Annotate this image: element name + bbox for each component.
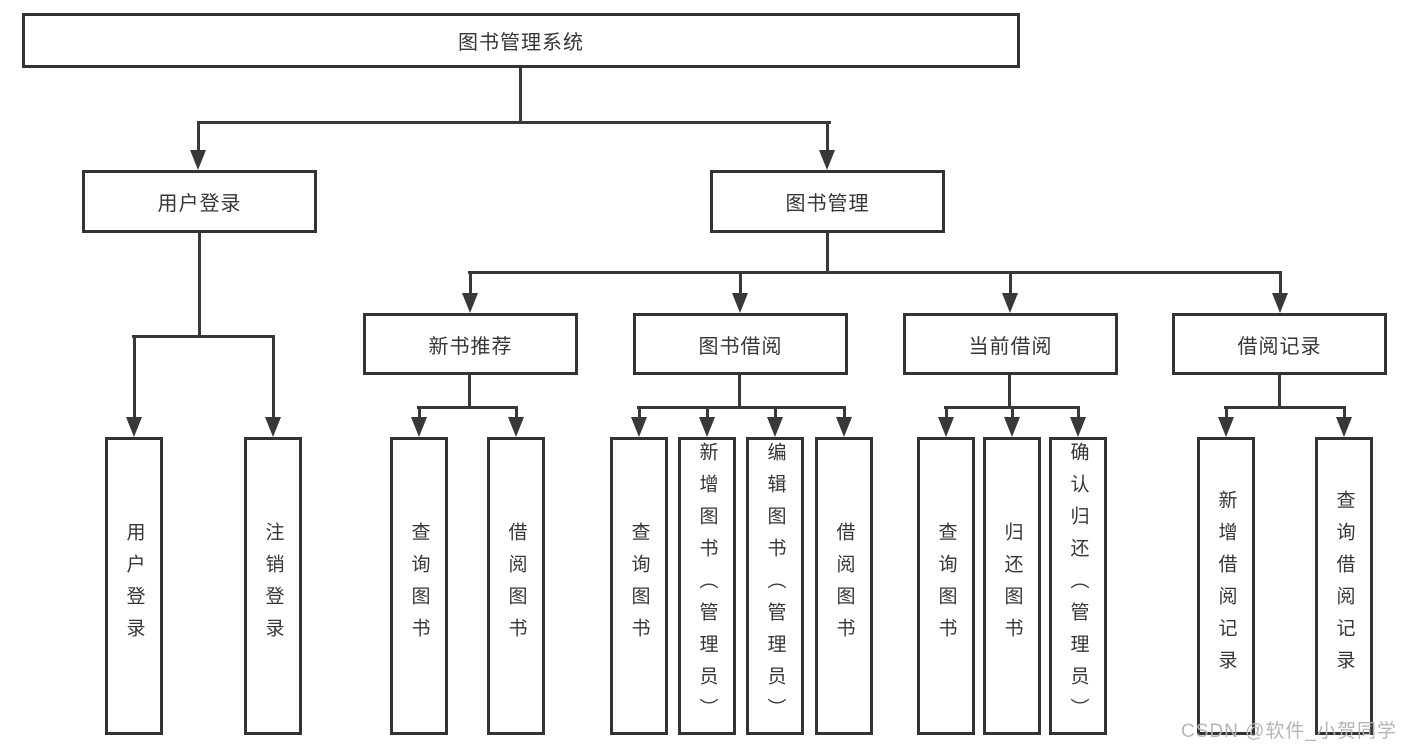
leaf-add-books-admin-label: 新增图书（管理员） bbox=[696, 442, 718, 730]
node-borrowing-records-label: 借阅记录 bbox=[1237, 335, 1322, 358]
node-current-borrowing-label: 当前借阅 bbox=[968, 335, 1053, 358]
leaf-edit-books-admin: 编辑图书（管理员） bbox=[746, 437, 804, 735]
arrow-to-leaf-confirm-return bbox=[1070, 406, 1086, 437]
leaf-add-books-admin: 新增图书（管理员） bbox=[678, 437, 736, 735]
leaf-query-books-current: 查询图书 bbox=[917, 437, 975, 735]
arrow-to-leaf-borrow-books-a bbox=[508, 406, 524, 437]
connector-book-management-stem bbox=[826, 233, 829, 273]
arrow-to-current-borrowing bbox=[1002, 271, 1018, 313]
leaf-user-login: 用户登录 bbox=[105, 437, 163, 735]
connector-root-stem bbox=[519, 68, 522, 121]
leaf-query-books-borrowing-label: 查询图书 bbox=[628, 522, 650, 650]
leaf-add-borrow-record-label: 新增借阅记录 bbox=[1215, 490, 1237, 682]
leaf-logout: 注销登录 bbox=[244, 437, 302, 735]
connector-root-bar bbox=[197, 121, 831, 124]
leaf-query-books-recommend: 查询图书 bbox=[390, 437, 448, 735]
leaf-return-books-label: 归还图书 bbox=[1001, 522, 1023, 650]
arrow-to-book-borrowing bbox=[732, 271, 748, 313]
arrow-to-leaf-edit-books bbox=[767, 406, 783, 437]
connector-book-borrowing-stem bbox=[738, 375, 741, 408]
leaf-return-books: 归还图书 bbox=[983, 437, 1041, 735]
arrow-to-leaf-query-record bbox=[1336, 406, 1352, 437]
node-book-borrowing: 图书借阅 bbox=[633, 313, 848, 375]
connector-new-book-stem bbox=[468, 375, 471, 408]
leaf-borrow-books-recommend-label: 借阅图书 bbox=[505, 522, 527, 650]
arrow-to-leaf-borrow-books-b bbox=[836, 406, 852, 437]
leaf-query-books-borrowing: 查询图书 bbox=[610, 437, 668, 735]
leaf-query-books-current-label: 查询图书 bbox=[935, 522, 957, 650]
leaf-query-borrow-record-label: 查询借阅记录 bbox=[1333, 490, 1355, 682]
leaf-query-books-recommend-label: 查询图书 bbox=[408, 522, 430, 650]
connector-book-borrowing-bar bbox=[637, 406, 846, 409]
connector-user-login-stem bbox=[198, 233, 201, 335]
arrow-to-book-management bbox=[819, 121, 835, 170]
leaf-borrow-books-recommend: 借阅图书 bbox=[487, 437, 545, 735]
connector-new-book-bar bbox=[417, 406, 518, 409]
node-book-management: 图书管理 bbox=[710, 170, 945, 233]
node-current-borrowing: 当前借阅 bbox=[903, 313, 1118, 375]
arrow-to-new-book-recommend bbox=[462, 271, 478, 313]
arrow-to-leaf-add-books bbox=[699, 406, 715, 437]
connector-borrowing-records-stem bbox=[1278, 375, 1281, 408]
connector-book-management-bar bbox=[468, 271, 1282, 274]
node-user-login: 用户登录 bbox=[82, 170, 317, 233]
node-book-management-label: 图书管理 bbox=[785, 193, 870, 215]
leaf-borrow-books-borrowing-label: 借阅图书 bbox=[833, 522, 855, 650]
leaf-confirm-return-admin: 确认归还（管理员） bbox=[1049, 437, 1107, 735]
arrow-to-leaf-logout bbox=[265, 335, 281, 437]
arrow-to-leaf-add-record bbox=[1218, 406, 1234, 437]
leaf-confirm-return-admin-label: 确认归还（管理员） bbox=[1067, 442, 1089, 730]
arrow-to-borrowing-records bbox=[1272, 271, 1288, 313]
leaf-query-borrow-record: 查询借阅记录 bbox=[1315, 437, 1373, 735]
node-user-login-label: 用户登录 bbox=[157, 193, 242, 215]
arrow-to-leaf-query-books-a bbox=[411, 406, 427, 437]
leaf-edit-books-admin-label: 编辑图书（管理员） bbox=[764, 442, 786, 730]
connector-borrowing-records-bar bbox=[1224, 406, 1346, 409]
arrow-to-user-login bbox=[190, 121, 206, 170]
arrow-to-leaf-query-books-c bbox=[938, 406, 954, 437]
node-borrowing-records: 借阅记录 bbox=[1172, 313, 1387, 375]
connector-current-borrowing-stem bbox=[1008, 375, 1011, 408]
node-book-borrowing-label: 图书借阅 bbox=[698, 335, 783, 358]
csdn-watermark: CSDN @软件_小贺同学 bbox=[1181, 721, 1397, 742]
node-new-book-recommend: 新书推荐 bbox=[363, 313, 578, 375]
arrow-to-leaf-query-books-b bbox=[631, 406, 647, 437]
node-library-system: 图书管理系统 bbox=[22, 13, 1020, 68]
leaf-user-login-label: 用户登录 bbox=[123, 522, 145, 650]
node-library-system-label: 图书管理系统 bbox=[458, 32, 584, 54]
connector-user-login-bar bbox=[132, 335, 275, 338]
leaf-logout-label: 注销登录 bbox=[262, 522, 284, 650]
leaf-borrow-books-borrowing: 借阅图书 bbox=[815, 437, 873, 735]
leaf-add-borrow-record: 新增借阅记录 bbox=[1197, 437, 1255, 735]
arrow-to-leaf-return-books bbox=[1004, 406, 1020, 437]
arrow-to-leaf-user-login bbox=[126, 335, 142, 437]
node-new-book-recommend-label: 新书推荐 bbox=[428, 335, 513, 358]
